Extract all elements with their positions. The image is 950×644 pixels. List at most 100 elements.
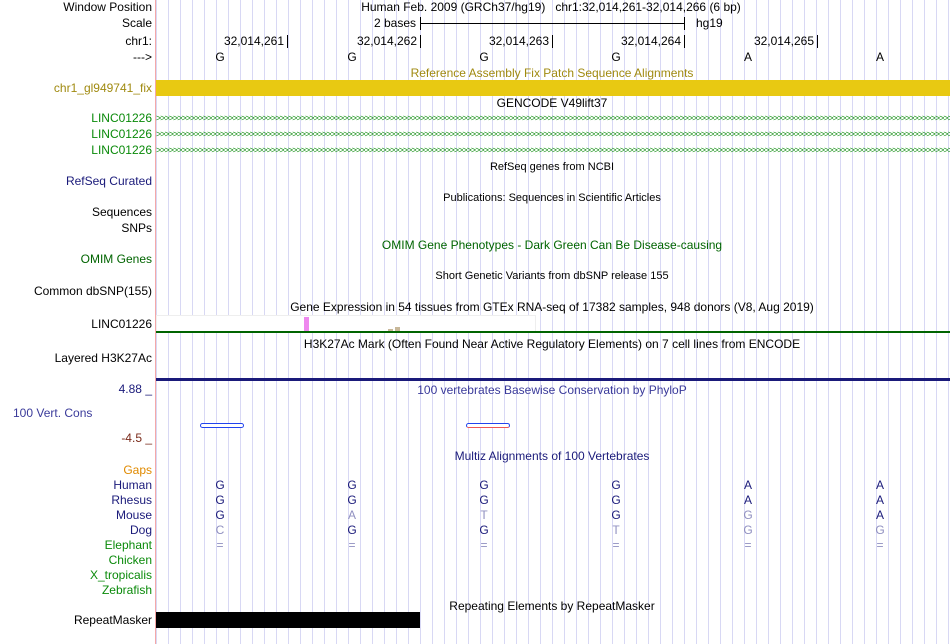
- reference-base: G: [479, 50, 489, 64]
- aligned-base: G: [215, 493, 225, 507]
- gtex-bar: [388, 329, 393, 332]
- reference-base: G: [611, 50, 621, 64]
- scale-value: 2 bases: [373, 16, 416, 30]
- aligned-base: G: [479, 478, 489, 492]
- phylop-min: -4.5 _: [121, 431, 152, 445]
- aligned-base: G: [611, 508, 621, 522]
- species-label[interactable]: Chicken: [108, 553, 152, 567]
- aligned-base: A: [875, 508, 885, 522]
- aligned-base: G: [347, 478, 357, 492]
- h3k27-track-label[interactable]: Layered H3K27Ac: [54, 351, 152, 365]
- phylop-track-label[interactable]: 100 Vert. Cons: [13, 406, 93, 420]
- aligned-base: =: [348, 538, 356, 552]
- aligned-base: G: [215, 508, 225, 522]
- scale-label: Scale: [121, 16, 152, 30]
- gencode-track-title: GENCODE V49lift37: [496, 96, 608, 110]
- species-label[interactable]: X_tropicalis: [89, 568, 152, 582]
- ruler-tick: [552, 35, 553, 48]
- phylop-max: 4.88 _: [118, 382, 152, 396]
- h3k27-track-title: H3K27Ac Mark (Often Found Near Active Re…: [303, 337, 801, 351]
- aligned-base: G: [347, 523, 357, 537]
- aligned-base: =: [480, 538, 488, 552]
- omim-track-label[interactable]: OMIM Genes: [80, 252, 152, 266]
- gene-feature[interactable]: >>>>>>>>>>>>>>>>>>>>>>>>>>>>>>>>>>>>>>>>…: [156, 113, 950, 123]
- species-label[interactable]: Human: [113, 478, 152, 492]
- scale-bar-end: [684, 17, 685, 30]
- label-separator: [155, 0, 156, 644]
- pubs-sequences-label[interactable]: Sequences: [91, 205, 152, 219]
- aligned-base: A: [347, 508, 357, 522]
- aligned-base: C: [215, 523, 225, 537]
- dbsnp-track-title: Short Genetic Variants from dbSNP releas…: [435, 270, 669, 282]
- pubs-snps-label[interactable]: SNPs: [121, 221, 152, 235]
- ruler-tick: [420, 35, 421, 48]
- fix-track-title: Reference Assembly Fix Patch Sequence Al…: [410, 66, 694, 80]
- reference-base: G: [215, 50, 225, 64]
- reference-base: G: [347, 50, 357, 64]
- chr-label: chr1:: [125, 34, 152, 48]
- scale-bar-end: [420, 17, 421, 30]
- gene-label[interactable]: LINC01226: [91, 127, 152, 141]
- aligned-base: =: [744, 538, 752, 552]
- aligned-base: G: [743, 508, 753, 522]
- dbsnp-track-label[interactable]: Common dbSNP(155): [33, 284, 152, 298]
- aligned-base: =: [876, 538, 884, 552]
- aligned-base: G: [479, 493, 489, 507]
- aligned-base: G: [743, 523, 753, 537]
- h3k27-signal: [156, 378, 950, 381]
- species-label[interactable]: Mouse: [115, 508, 152, 522]
- ruler-position: 32,014,264: [620, 34, 681, 48]
- aligned-base: T: [612, 523, 620, 537]
- refseq-track-label[interactable]: RefSeq Curated: [65, 174, 152, 188]
- aligned-base: =: [612, 538, 620, 552]
- species-label[interactable]: Rhesus: [111, 493, 152, 507]
- ruler-position: 32,014,263: [488, 34, 549, 48]
- phylop-track-title: 100 vertebrates Basewise Conservation by…: [417, 383, 687, 397]
- gene-feature[interactable]: >>>>>>>>>>>>>>>>>>>>>>>>>>>>>>>>>>>>>>>>…: [156, 129, 950, 139]
- fix-patch-feature[interactable]: [156, 80, 950, 96]
- repeat-feature[interactable]: [156, 612, 420, 628]
- gaps-label[interactable]: Gaps: [123, 463, 152, 477]
- ruler-tick: [817, 35, 818, 48]
- fix-track-label[interactable]: chr1_gl949741_fix: [53, 81, 152, 95]
- aligned-base: G: [875, 523, 885, 537]
- aligned-base: G: [347, 493, 357, 507]
- phylop-mark: [466, 423, 510, 428]
- aligned-base: T: [480, 508, 488, 522]
- refseq-track-title: RefSeq genes from NCBI: [489, 161, 615, 173]
- aligned-base: G: [611, 478, 621, 492]
- gene-label[interactable]: LINC01226: [91, 143, 152, 157]
- multiz-track-title: Multiz Alignments of 100 Vertebrates: [454, 449, 650, 463]
- gtex-baseline: [156, 331, 950, 333]
- window-position-label: Window Position: [63, 0, 152, 14]
- ruler-position: 32,014,261: [223, 34, 284, 48]
- aligned-base: A: [875, 478, 885, 492]
- species-label[interactable]: Elephant: [104, 538, 152, 552]
- ruler-tick: [287, 35, 288, 48]
- aligned-base: A: [743, 478, 753, 492]
- ruler-position: 32,014,262: [356, 34, 417, 48]
- phylop-mark: [200, 423, 244, 428]
- reference-base: A: [743, 50, 753, 64]
- reference-base: A: [875, 50, 885, 64]
- aligned-base: G: [215, 478, 225, 492]
- ruler-position: 32,014,265: [753, 34, 814, 48]
- aligned-base: =: [216, 538, 224, 552]
- gene-label[interactable]: LINC01226: [91, 111, 152, 125]
- pubs-track-title: Publications: Sequences in Scientific Ar…: [443, 192, 661, 204]
- aligned-base: A: [875, 493, 885, 507]
- window-position: Human Feb. 2009 (GRCh37/hg19) chr1:32,01…: [361, 0, 741, 14]
- strand-label: --->: [133, 50, 152, 64]
- omim-track-title: OMIM Gene Phenotypes - Dark Green Can Be…: [381, 238, 723, 252]
- species-label[interactable]: Zebrafish: [101, 583, 152, 597]
- ruler-tick: [684, 35, 685, 48]
- repeat-track-label[interactable]: RepeatMasker: [73, 613, 152, 627]
- gtex-track-label[interactable]: LINC01226: [91, 317, 152, 331]
- gtex-track-title: Gene Expression in 54 tissues from GTEx …: [290, 300, 814, 314]
- aligned-base: G: [611, 493, 621, 507]
- aligned-base: A: [743, 493, 753, 507]
- gene-feature[interactable]: >>>>>>>>>>>>>>>>>>>>>>>>>>>>>>>>>>>>>>>>…: [156, 145, 950, 155]
- assembly-label: hg19: [696, 16, 723, 30]
- species-label[interactable]: Dog: [129, 523, 152, 537]
- gtex-bar: [395, 327, 400, 332]
